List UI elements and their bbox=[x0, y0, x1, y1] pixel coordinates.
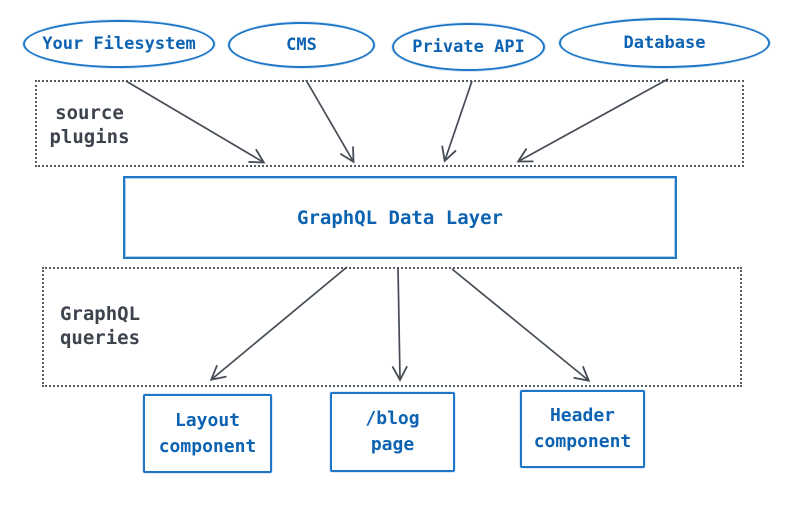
node-private-api-label: Private API bbox=[412, 37, 525, 57]
node-layout-component-label: Layout component bbox=[158, 409, 257, 457]
node-graphql-data-layer: GraphQL Data Layer bbox=[123, 176, 677, 259]
region-source-plugins bbox=[35, 80, 744, 167]
node-blog-page-label: /blog page bbox=[365, 408, 420, 455]
node-private-api: Private API bbox=[392, 23, 545, 71]
node-graphql-data-layer-label: GraphQL Data Layer bbox=[297, 206, 503, 229]
node-blog-page: /blog page bbox=[330, 392, 455, 472]
region-graphql-queries-label: GraphQL queries bbox=[59, 303, 141, 349]
region-source-plugins-label: source plugins bbox=[49, 102, 130, 148]
node-your-filesystem: Your Filesystem bbox=[23, 20, 215, 68]
node-header-component-label: Header component bbox=[533, 405, 632, 452]
node-cms-label: CMS bbox=[286, 35, 317, 55]
node-cms: CMS bbox=[228, 22, 375, 68]
node-layout-component: Layout component bbox=[143, 394, 272, 473]
node-your-filesystem-label: Your Filesystem bbox=[42, 34, 196, 54]
region-graphql-queries bbox=[42, 267, 742, 387]
node-header-component: Header component bbox=[520, 390, 645, 468]
node-database: Database bbox=[559, 18, 770, 68]
node-database-label: Database bbox=[623, 33, 706, 53]
